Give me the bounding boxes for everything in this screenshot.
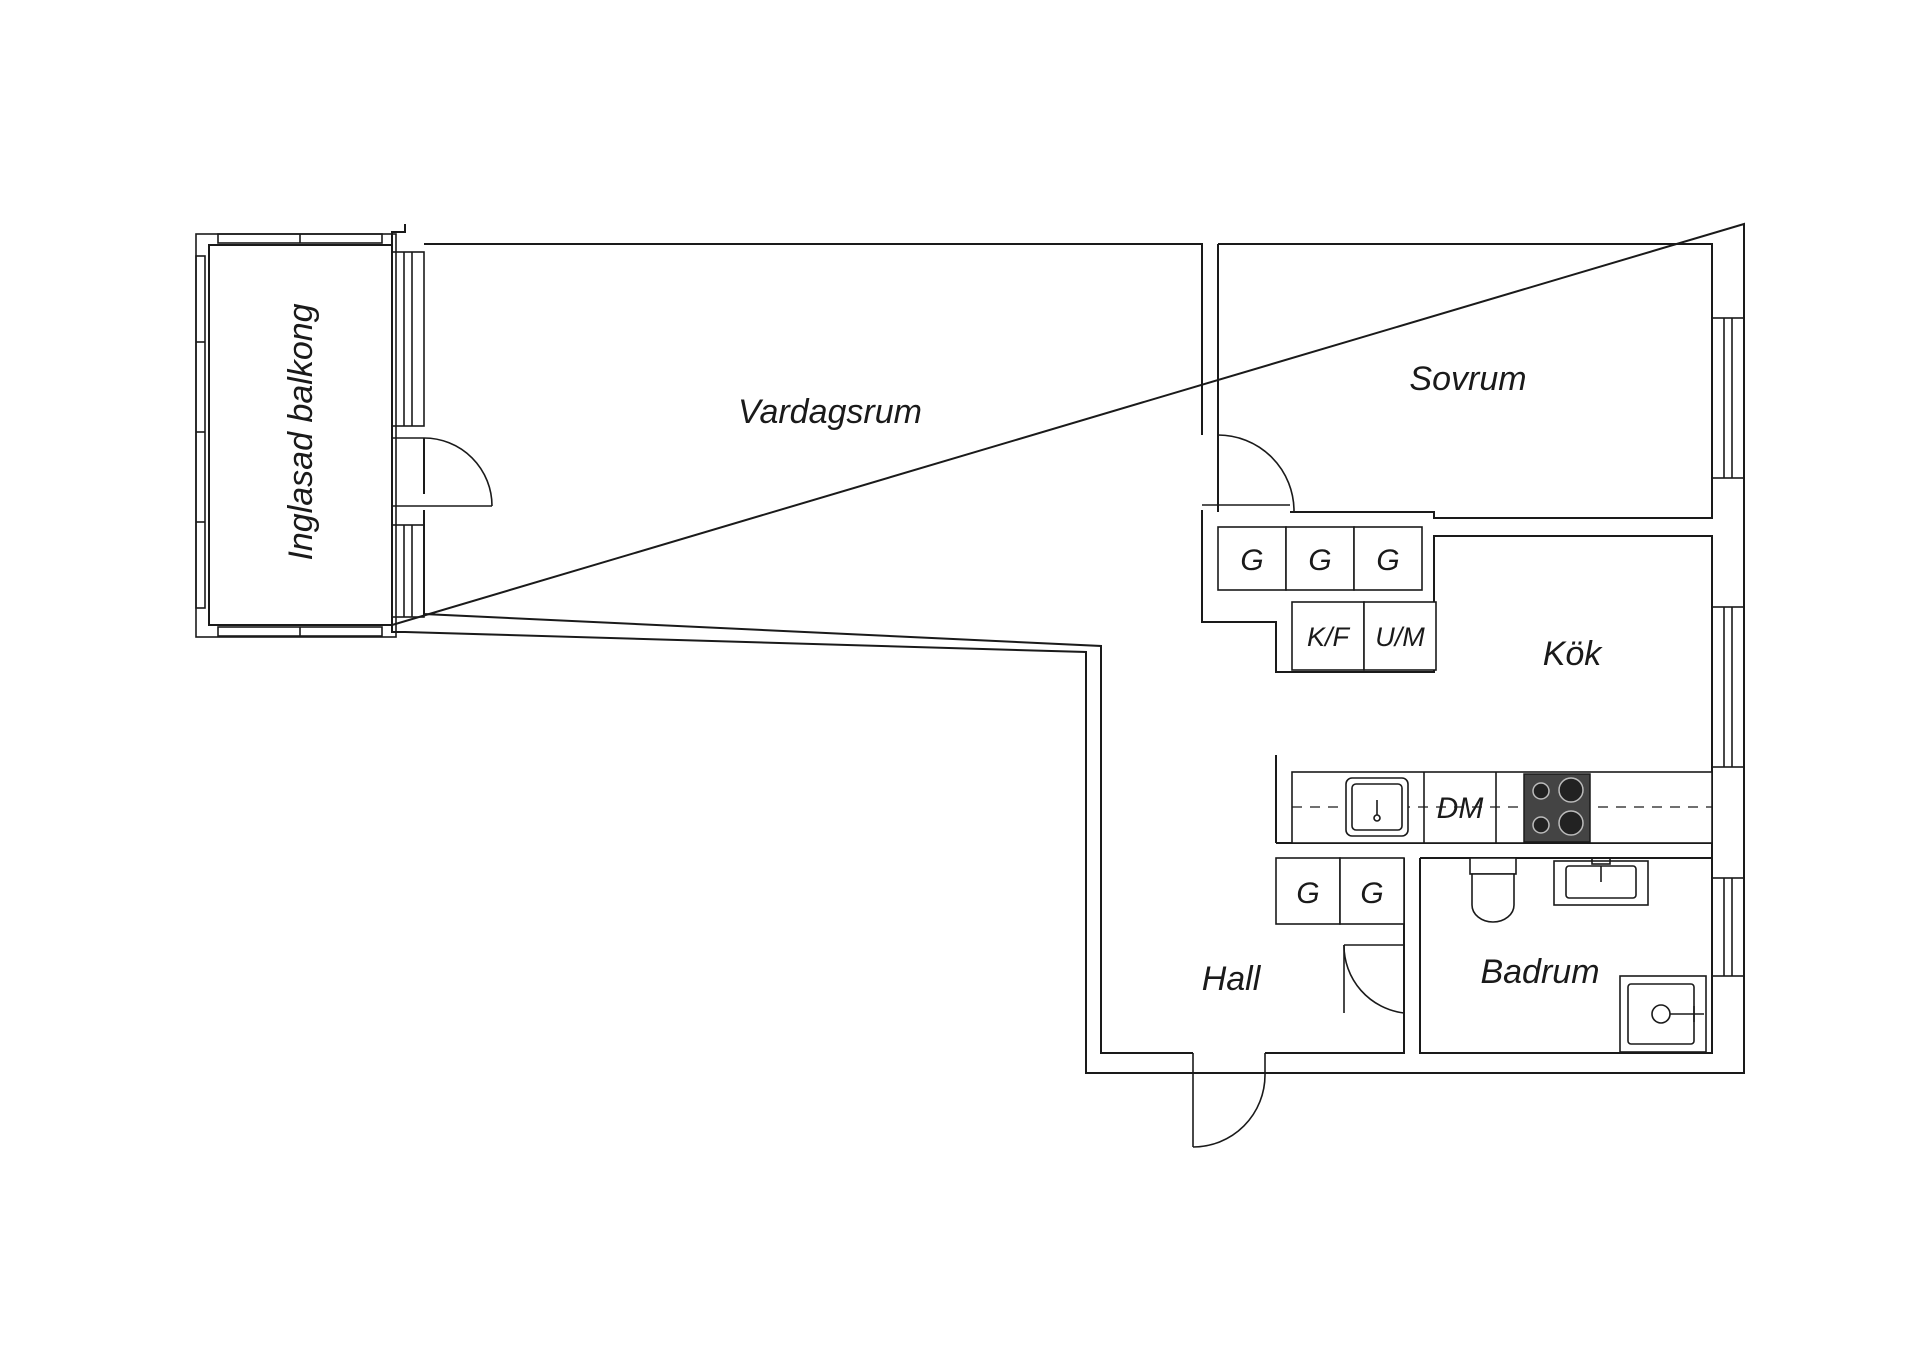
bedroom-window (1711, 317, 1745, 479)
wardrobe-label: G (1376, 544, 1399, 577)
bathroom-window (1711, 877, 1745, 977)
kitchen-counter (1275, 755, 1713, 844)
room-label-hall: Hall (1202, 960, 1262, 998)
wardrobe-label: G (1296, 877, 1319, 910)
microwave-label: U/M (1375, 622, 1425, 652)
balcony-slab (208, 244, 393, 626)
room-label-living: Vardagsrum (738, 393, 922, 431)
room-label-balcony: Inglasad balkong (282, 303, 320, 560)
wardrobe-upper (1217, 526, 1423, 591)
kitchen-tall-units (1291, 601, 1437, 671)
wardrobe-lower (1275, 857, 1405, 925)
kitchen-sink (1345, 777, 1409, 837)
dishwasher-label: DM (1437, 792, 1484, 825)
wardrobe-label: G (1360, 877, 1383, 910)
washing-machine (1619, 975, 1707, 1053)
stove-hob (1523, 773, 1591, 843)
room-label-bathroom: Badrum (1480, 953, 1599, 991)
bedroom-door (1202, 434, 1295, 512)
living-window-upper (391, 251, 425, 427)
room-label-kitchen: Kök (1543, 635, 1604, 673)
bathroom-door (1343, 944, 1405, 1053)
bathroom-sink (1553, 857, 1649, 906)
exterior-wall-outer (391, 222, 1745, 1074)
living-window-lower (391, 524, 425, 618)
room-label-bedroom: Sovrum (1409, 360, 1526, 398)
balcony-door (392, 437, 493, 507)
fridge-freezer-label: K/F (1307, 622, 1351, 652)
wardrobe-label: G (1240, 544, 1263, 577)
kitchen-window (1711, 606, 1745, 768)
wardrobe-label: G (1308, 544, 1331, 577)
toilet (1469, 857, 1517, 923)
entrance-door (1192, 1053, 1266, 1148)
balcony (195, 233, 397, 638)
